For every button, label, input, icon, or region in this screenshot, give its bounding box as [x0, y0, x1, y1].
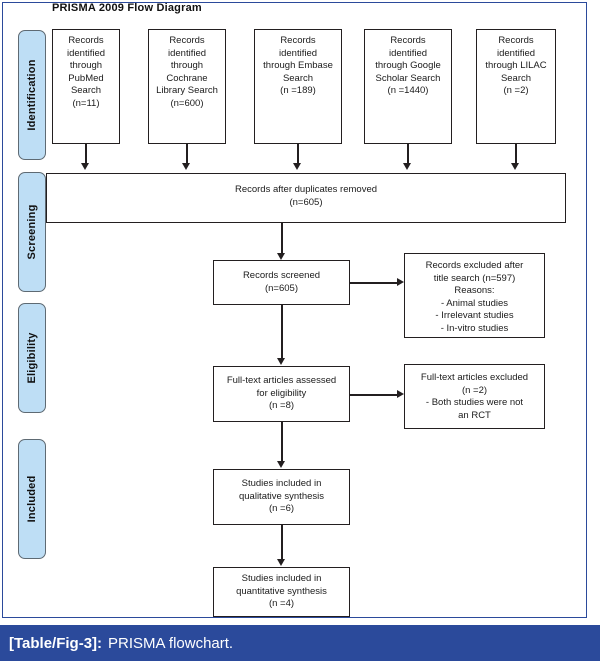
fulltext-line: for eligibility: [256, 387, 307, 399]
quantitative-line: Studies included in: [241, 573, 322, 585]
source-box-pubmed: Records identified through PubMed Search…: [52, 29, 120, 144]
box-records-screened: Records screened (n=605): [213, 260, 350, 305]
arrow-qualitative-to-quantitative-icon: [277, 559, 285, 566]
qualitative-count: (n =6): [268, 503, 295, 515]
excluded-reason: - Irrelevant studies: [435, 310, 514, 321]
source-count: (n =2): [503, 85, 529, 96]
source-count: (n =189): [280, 85, 316, 96]
screened-count: (n=605): [264, 282, 298, 294]
source-line: Records: [390, 35, 426, 46]
source-line: through: [170, 60, 204, 71]
source-line: through Google: [375, 60, 441, 71]
connector-duplicates-to-screened: [281, 223, 283, 256]
connector-lilac-down: [515, 144, 517, 166]
source-line: Records: [169, 35, 205, 46]
source-line: Cochrane: [166, 72, 208, 84]
source-box-embase: Records identified through Embase Search…: [254, 29, 342, 144]
source-count: (n=600): [170, 97, 204, 109]
connector-cochrane-down: [186, 144, 188, 166]
stage-pill-identification: Identification: [18, 30, 46, 160]
arrow-fulltext-to-qualitative-icon: [277, 461, 285, 468]
source-box-cochrane: Records identified through Cochrane Libr…: [148, 29, 226, 144]
qualitative-line: qualitative synthesis: [238, 490, 325, 502]
source-count: (n=11): [72, 97, 100, 109]
stage-label-identification: Identification: [26, 59, 38, 131]
source-line: through Embase: [263, 60, 333, 71]
stage-label-eligibility: Eligibility: [26, 332, 38, 384]
box-qualitative-synthesis: Studies included in qualitative synthesi…: [213, 469, 350, 525]
source-line: Records: [498, 35, 534, 46]
duplicates-count: (n=605): [289, 196, 323, 208]
source-line: through LILAC: [485, 60, 547, 71]
connector-pubmed-down: [85, 144, 87, 166]
fulltext-excluded-count: (n =2): [461, 384, 488, 396]
arrow-lilac-down-icon: [511, 163, 519, 170]
source-line: identified: [388, 47, 428, 59]
source-line: identified: [496, 47, 536, 59]
source-box-lilac: Records identified through LILAC Search …: [476, 29, 556, 144]
source-line: through: [69, 60, 103, 71]
source-line: Search: [70, 85, 102, 96]
source-count: (n =1440): [387, 85, 429, 96]
excluded-reason: - In-vitro studies: [440, 322, 509, 334]
arrow-fulltext-to-excluded-icon: [397, 390, 404, 398]
connector-fulltext-to-qualitative: [281, 422, 283, 464]
stage-pill-included: Included: [18, 439, 46, 559]
fulltext-line: Full-text articles assessed: [226, 375, 337, 387]
excluded-line: Reasons:: [454, 285, 495, 296]
source-box-google-scholar: Records identified through Google Schola…: [364, 29, 452, 144]
arrow-cochrane-down-icon: [182, 163, 190, 170]
source-line: Records: [280, 35, 316, 46]
fulltext-excluded-reason: an RCT: [458, 409, 491, 421]
connector-screened-to-fulltext: [281, 305, 283, 361]
connector-screened-to-excluded: [350, 282, 398, 284]
source-line: Records: [68, 35, 104, 46]
arrow-screened-to-excluded-icon: [397, 278, 404, 286]
excluded-reason: - Animal studies: [440, 297, 509, 309]
fulltext-excluded-reason: - Both studies were not: [425, 397, 524, 408]
arrow-duplicates-to-screened-icon: [277, 253, 285, 260]
excluded-line: Records excluded after: [425, 260, 524, 271]
duplicates-line: Records after duplicates removed: [234, 184, 378, 195]
source-line: PubMed: [68, 72, 104, 84]
stage-pill-eligibility: Eligibility: [18, 303, 46, 413]
source-line: Search: [500, 72, 532, 84]
connector-qualitative-to-quantitative: [281, 525, 283, 562]
box-quantitative-synthesis: Studies included in quantitative synthes…: [213, 567, 350, 617]
stage-label-included: Included: [26, 475, 38, 523]
excluded-line: title search (n=597): [433, 272, 516, 284]
fulltext-count: (n =8): [268, 400, 295, 412]
arrow-screened-to-fulltext-icon: [277, 358, 285, 365]
diagram-title: PRISMA 2009 Flow Diagram: [52, 2, 202, 14]
source-line: Library Search: [156, 85, 218, 96]
quantitative-line: quantitative synthesis: [236, 585, 327, 597]
source-line: identified: [66, 47, 106, 59]
stage-pill-screening: Screening: [18, 172, 46, 292]
fulltext-excluded-line: Full-text articles excluded: [420, 372, 529, 383]
box-fulltext-assessed: Full-text articles assessed for eligibil…: [213, 366, 350, 422]
arrow-pubmed-down-icon: [81, 163, 89, 170]
source-line: identified: [278, 47, 318, 59]
box-duplicates-removed: Records after duplicates removed (n=605): [46, 173, 566, 223]
caption-text: PRISMA flowchart.: [108, 634, 234, 652]
source-line: identified: [167, 47, 207, 59]
arrow-embase-down-icon: [293, 163, 301, 170]
arrow-scholar-down-icon: [403, 163, 411, 170]
source-line: Search: [282, 72, 314, 84]
stage-label-screening: Screening: [26, 204, 38, 260]
connector-embase-down: [297, 144, 299, 166]
box-fulltext-excluded: Full-text articles excluded (n =2) - Bot…: [404, 364, 545, 429]
caption-tag: [Table/Fig-3]:: [9, 634, 103, 652]
connector-fulltext-to-excluded: [350, 394, 398, 396]
screened-line: Records screened: [242, 270, 321, 281]
qualitative-line: Studies included in: [241, 478, 322, 490]
connector-scholar-down: [407, 144, 409, 166]
figure-caption-bar: [Table/Fig-3]: PRISMA flowchart.: [0, 625, 600, 661]
quantitative-count: (n =4): [268, 598, 295, 610]
box-records-excluded: Records excluded after title search (n=5…: [404, 253, 545, 338]
source-line: Scholar Search: [375, 72, 441, 84]
